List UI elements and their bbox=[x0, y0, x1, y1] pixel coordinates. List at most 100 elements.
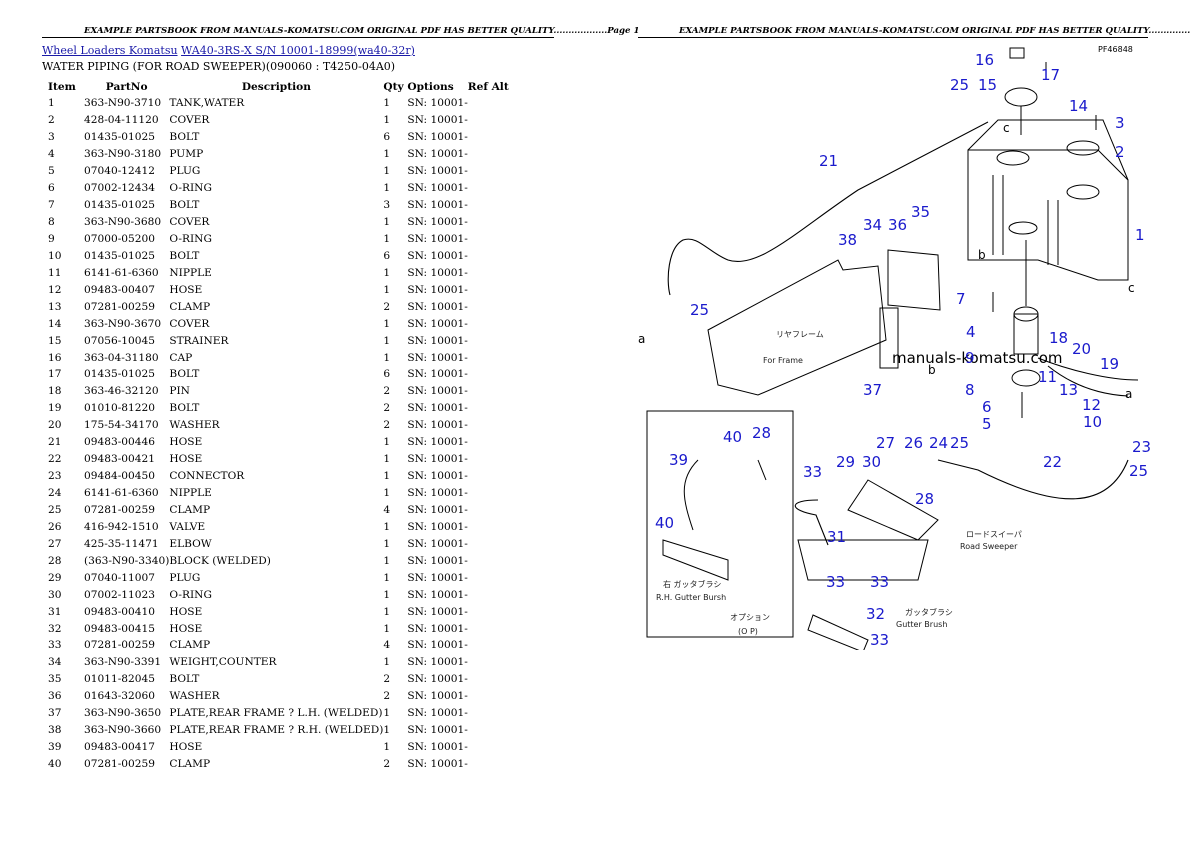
cell-item: 31 bbox=[48, 605, 62, 618]
cell-partno: 09483-00415 bbox=[84, 622, 155, 635]
cell-ref-alt bbox=[468, 552, 528, 569]
cell-options: SN: 10001- bbox=[407, 249, 468, 262]
cell-item: 11 bbox=[48, 266, 62, 279]
cell-partno: 07040-11007 bbox=[84, 571, 155, 584]
cell-options: SN: 10001- bbox=[407, 266, 468, 279]
callout-20: 20 bbox=[1072, 340, 1091, 358]
cell-description: PLATE,REAR FRAME ? R.H. (WELDED) bbox=[169, 724, 384, 737]
cell-qty: 1 bbox=[383, 266, 391, 279]
cell-ref-alt bbox=[468, 620, 528, 637]
cell-qty: 2 bbox=[383, 385, 391, 398]
cell-description: COVER bbox=[169, 114, 210, 127]
cell-ref-alt bbox=[468, 197, 528, 214]
cell-description: BOLT bbox=[169, 673, 200, 686]
cell-options: SN: 10001- bbox=[407, 453, 468, 466]
rear-frame-label: For Frame bbox=[763, 356, 803, 365]
cell-partno: 07281-00259 bbox=[84, 639, 155, 652]
cell-item: 22 bbox=[48, 453, 62, 466]
cell-partno: 07040-12412 bbox=[84, 165, 155, 178]
cell-qty: 1 bbox=[383, 656, 391, 669]
callout-25: 25 bbox=[950, 76, 969, 94]
cell-description: HOSE bbox=[169, 283, 203, 296]
cell-item: 16 bbox=[48, 351, 62, 364]
callout-9: 9 bbox=[965, 349, 975, 367]
cell-qty: 4 bbox=[383, 639, 391, 652]
cell-options: SN: 10001- bbox=[407, 165, 468, 178]
cell-item: 29 bbox=[48, 571, 62, 584]
cell-qty: 1 bbox=[383, 487, 391, 500]
cell-description: CAP bbox=[169, 351, 193, 364]
rear-frame bbox=[707, 249, 941, 396]
cell-qty: 1 bbox=[383, 724, 391, 737]
cell-options: SN: 10001- bbox=[407, 368, 468, 381]
callout-28: 28 bbox=[915, 490, 934, 508]
cell-ref-alt bbox=[468, 502, 528, 519]
ref-letter-b: b bbox=[978, 248, 986, 262]
cell-options: SN: 10001- bbox=[407, 114, 468, 127]
cell-description: WEIGHT,COUNTER bbox=[169, 656, 277, 669]
cell-item: 1 bbox=[48, 97, 55, 110]
cell-qty: 1 bbox=[383, 520, 391, 533]
cell-ref-alt bbox=[468, 451, 528, 468]
cell-ref-alt bbox=[468, 739, 528, 756]
cell-ref-alt bbox=[468, 180, 528, 197]
cell-partno: 09483-00417 bbox=[84, 741, 155, 754]
cell-item: 27 bbox=[48, 537, 62, 550]
cell-options: SN: 10001- bbox=[407, 436, 468, 449]
cell-partno: 01011-82045 bbox=[84, 673, 155, 686]
cell-options: SN: 10001- bbox=[407, 588, 468, 601]
cell-qty: 1 bbox=[383, 537, 391, 550]
callout-40: 40 bbox=[655, 514, 674, 532]
cell-options: SN: 10001- bbox=[407, 199, 468, 212]
cell-options: SN: 10001- bbox=[407, 402, 468, 415]
cell-description: NIPPLE bbox=[169, 266, 212, 279]
cell-ref-alt bbox=[468, 705, 528, 722]
cell-item: 13 bbox=[48, 300, 62, 313]
callout-30: 30 bbox=[862, 453, 881, 471]
cell-description: PLATE,REAR FRAME ? L.H. (WELDED) bbox=[169, 707, 383, 720]
column-header-partno: PartNo bbox=[105, 80, 148, 93]
cell-description: BOLT bbox=[169, 402, 200, 415]
cell-ref-alt bbox=[468, 417, 528, 434]
cell-options: SN: 10001- bbox=[407, 503, 468, 516]
tank-cover bbox=[1004, 47, 1097, 135]
cell-item: 17 bbox=[48, 368, 62, 381]
cell-ref-alt bbox=[468, 637, 528, 654]
parts-table: Item PartNo Description Qty Options Ref … bbox=[42, 78, 528, 773]
cell-ref-alt bbox=[468, 535, 528, 552]
cell-options: SN: 10001- bbox=[407, 537, 468, 550]
cell-item: 9 bbox=[48, 232, 55, 245]
cell-options: SN: 10001- bbox=[407, 520, 468, 533]
cell-options: SN: 10001- bbox=[407, 232, 468, 245]
callout-19: 19 bbox=[1100, 355, 1119, 373]
cell-ref-alt bbox=[468, 112, 528, 129]
cell-description: CLAMP bbox=[169, 503, 211, 516]
breadcrumb-link-brand[interactable]: Wheel Loaders Komatsu bbox=[42, 44, 178, 57]
callout-23: 23 bbox=[1132, 438, 1150, 456]
cell-description: HOSE bbox=[169, 453, 203, 466]
cell-item: 7 bbox=[48, 199, 55, 212]
breadcrumb-link-model[interactable]: WA40-3RS-X S/N 10001-18999(wa40-32r) bbox=[181, 44, 415, 57]
cell-ref-alt bbox=[468, 586, 528, 603]
cell-item: 35 bbox=[48, 673, 62, 686]
water-tank bbox=[967, 119, 1129, 281]
cell-description: PUMP bbox=[169, 148, 204, 161]
callout-35: 35 bbox=[911, 203, 930, 221]
diagram-code: PF46848 bbox=[1098, 45, 1133, 54]
cell-ref-alt bbox=[468, 400, 528, 417]
callout-12: 12 bbox=[1082, 396, 1101, 414]
cell-qty: 6 bbox=[383, 368, 391, 381]
cell-item: 5 bbox=[48, 165, 55, 178]
cell-partno: 416-942-1510 bbox=[84, 520, 159, 533]
